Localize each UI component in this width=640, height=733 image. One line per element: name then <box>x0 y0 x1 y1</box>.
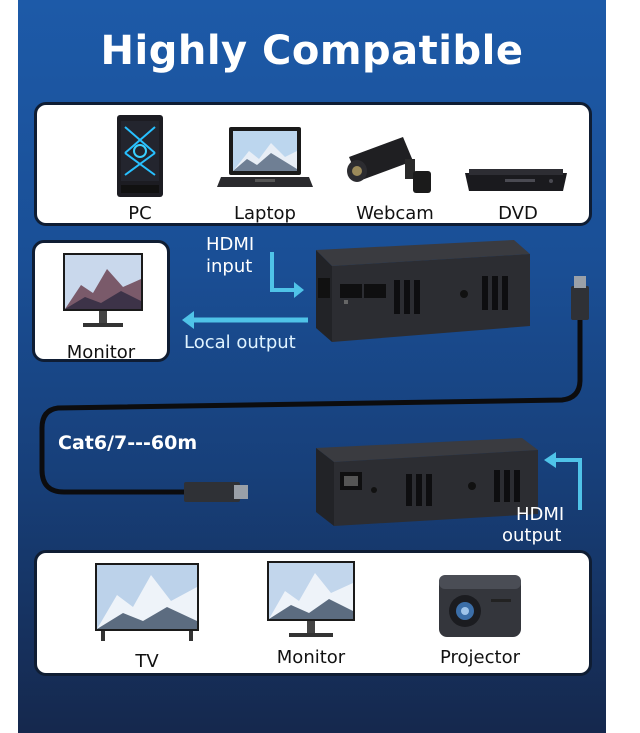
dvd-player-icon <box>465 169 567 191</box>
receiver-device <box>316 438 538 526</box>
tv-icon <box>95 563 199 641</box>
cat6-cable <box>39 276 589 502</box>
output-devices-panel: TV Monitor Projector <box>34 550 592 676</box>
projector-label: Projector <box>440 647 520 668</box>
local-output-arrow-icon <box>182 311 308 329</box>
hdmi-input-arrow-icon <box>270 252 304 298</box>
poster-title: Highly Compatible <box>100 28 524 74</box>
hdmi-output-label-line2: output <box>502 525 562 546</box>
hdmi-output-arrow-icon <box>544 452 582 510</box>
local-monitor-panel: Monitor <box>32 240 170 363</box>
hdmi-input-label-line2: input <box>206 256 253 277</box>
pc-tower-icon <box>117 115 163 197</box>
webcam-label: Webcam <box>356 203 434 224</box>
local-output-label: Local output <box>184 332 296 353</box>
local-monitor-label: Monitor <box>66 342 136 363</box>
laptop-icon <box>217 127 313 187</box>
output-monitor-label: Monitor <box>276 647 346 668</box>
pc-label: PC <box>128 203 152 224</box>
transmitter-device <box>316 240 530 342</box>
product-poster: Highly Compatible PC Laptop <box>18 0 606 733</box>
hdmi-output-label-line1: HDMI <box>516 504 565 525</box>
dvd-label: DVD <box>498 203 538 224</box>
monitor-icon <box>63 253 143 327</box>
hdmi-input-label-line1: HDMI <box>206 234 255 255</box>
laptop-label: Laptop <box>234 203 296 224</box>
output-monitor-icon <box>267 561 355 637</box>
projector-icon <box>439 575 521 637</box>
source-devices-panel: PC Laptop Webcam DVD <box>34 102 592 226</box>
tv-label: TV <box>135 651 159 672</box>
cable-length-label: Cat6/7---60m <box>58 432 198 454</box>
webcam-icon <box>347 137 431 193</box>
